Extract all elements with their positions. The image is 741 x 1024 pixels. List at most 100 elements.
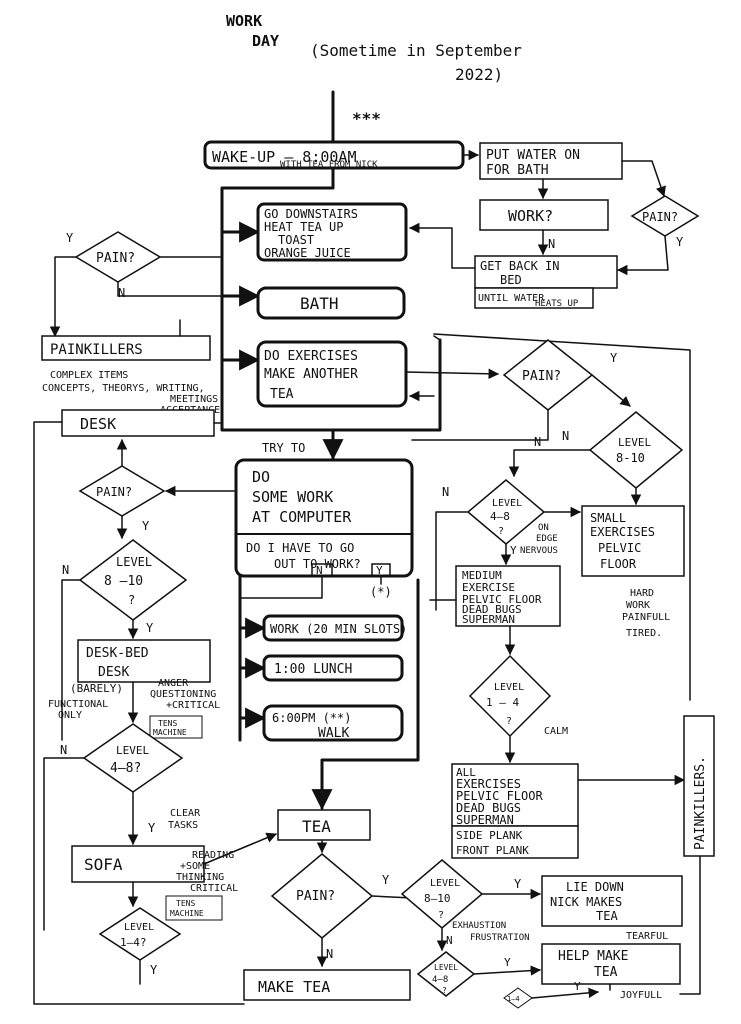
- svg-text:DEAD BUGS: DEAD BUGS: [456, 801, 521, 815]
- svg-text:PELVIC FLOOR: PELVIC FLOOR: [462, 593, 542, 606]
- level-8-10-diamond-left: LEVEL 8 –10 ?: [78, 539, 188, 621]
- svg-text:SMALL: SMALL: [590, 511, 626, 525]
- svg-text:SUPERMAN: SUPERMAN: [462, 613, 515, 626]
- level-1-4-diamond-bottom: 1–4: [503, 987, 533, 1009]
- svg-text:LEVEL: LEVEL: [492, 498, 522, 509]
- svg-text:FLOOR: FLOOR: [600, 557, 637, 571]
- svg-text:LEVEL: LEVEL: [116, 555, 152, 569]
- svg-text:8–10: 8–10: [424, 892, 451, 905]
- svg-text:EXERCISES: EXERCISES: [456, 777, 521, 791]
- svg-text:FUNCTIONAL: FUNCTIONAL: [48, 699, 108, 710]
- put-water-box: PUT WATER ON FOR BATH: [479, 142, 623, 180]
- level-8-10-diamond-right: LEVEL 8-10: [588, 411, 684, 489]
- svg-text:ALL: ALL: [456, 766, 476, 779]
- svg-text:TENS: TENS: [158, 719, 177, 728]
- svg-text:Y: Y: [142, 519, 150, 533]
- title-day: DAY: [252, 32, 279, 50]
- svg-text:ANGER: ANGER: [158, 678, 189, 689]
- svg-text:PAIN?: PAIN?: [642, 210, 678, 224]
- svg-text:ORANGE JUICE: ORANGE JUICE: [264, 246, 351, 260]
- star-marker: (*): [370, 585, 392, 599]
- svg-text:MEDIUM: MEDIUM: [462, 569, 502, 582]
- desk-box: DESK: [61, 409, 215, 437]
- go-downstairs-box: GO DOWNSTAIRS HEAT TEA UP TOAST ORANGE J…: [256, 202, 408, 262]
- lunch-box: 1:00 LUNCH: [262, 654, 404, 682]
- svg-text:4–8: 4–8: [490, 510, 510, 523]
- svg-text:MAKE ANOTHER: MAKE ANOTHER: [264, 367, 358, 382]
- svg-text:READING: READING: [192, 850, 234, 861]
- svg-text:LEVEL: LEVEL: [430, 878, 460, 889]
- svg-text:SOFA: SOFA: [84, 855, 123, 874]
- svg-text:WORK: WORK: [626, 600, 650, 611]
- svg-text:4–8?: 4–8?: [110, 761, 141, 776]
- svg-text:Y: Y: [150, 963, 158, 977]
- do-work-box: DO SOME WORK AT COMPUTER DO I HAVE TO GO…: [234, 458, 414, 578]
- svg-text:+CRITICAL: +CRITICAL: [166, 700, 220, 711]
- svg-text:AT COMPUTER: AT COMPUTER: [252, 508, 352, 526]
- medium-exercise-box: MEDIUM EXERCISE PELVIC FLOOR DEAD BUGS S…: [455, 565, 561, 627]
- svg-text:EDGE: EDGE: [536, 534, 558, 544]
- svg-text:BED: BED: [500, 273, 522, 287]
- svg-text:EXHAUSTION: EXHAUSTION: [452, 921, 506, 931]
- svg-text:N: N: [60, 743, 67, 757]
- svg-text:TEA: TEA: [270, 387, 294, 402]
- svg-text:TENS: TENS: [176, 899, 195, 908]
- svg-text:8-10: 8-10: [616, 451, 645, 465]
- svg-text:WALK: WALK: [318, 726, 349, 741]
- svg-text:DESK: DESK: [80, 415, 116, 433]
- tens-machine-2: TENS MACHINE: [165, 895, 223, 921]
- svg-text:4–8: 4–8: [432, 975, 448, 985]
- pain-diamond-mid-right: PAIN?: [502, 339, 594, 411]
- level-4-8-diamond-mid: LEVEL 4–8 ?: [466, 479, 546, 545]
- svg-text:SOME WORK: SOME WORK: [252, 488, 333, 506]
- svg-text:+SOME: +SOME: [180, 861, 210, 872]
- svg-text:WORK (20 MIN SLOTS): WORK (20 MIN SLOTS): [270, 622, 407, 636]
- svg-text:8 –10: 8 –10: [104, 574, 143, 589]
- morning-loop: [220, 198, 442, 432]
- svg-text:?: ?: [506, 716, 512, 727]
- svg-text:UNTIL WATER: UNTIL WATER: [478, 293, 545, 304]
- level-8-10-diamond-bottom: LEVEL 8–10 ?: [400, 859, 484, 929]
- svg-text:HELP MAKE: HELP MAKE: [558, 949, 628, 964]
- svg-text:DO I HAVE TO GO: DO I HAVE TO GO: [246, 541, 354, 555]
- sofa-box: SOFA: [71, 845, 205, 883]
- pain-diamond-top-left: PAIN?: [74, 231, 162, 283]
- svg-text:1:00 LUNCH: 1:00 LUNCH: [274, 662, 352, 677]
- svg-text:LEVEL: LEVEL: [434, 963, 458, 972]
- svg-text:Y: Y: [382, 873, 390, 887]
- svg-text:DEAD BUGS: DEAD BUGS: [462, 603, 522, 616]
- svg-text:DESK-BED: DESK-BED: [86, 646, 149, 661]
- svg-text:EXERCISE: EXERCISE: [462, 581, 515, 594]
- make-tea-box: MAKE TEA: [243, 969, 411, 1001]
- level-1-4-diamond-left: LEVEL 1–4?: [98, 907, 182, 961]
- get-back-in-bed-box: GET BACK IN BED UNTIL WATER HEATS UP: [474, 255, 618, 309]
- svg-text:EXERCISES: EXERCISES: [590, 525, 655, 539]
- svg-text:SIDE PLANK: SIDE PLANK: [456, 829, 523, 842]
- svg-text:Y: Y: [146, 621, 154, 635]
- do-exercises-box: DO EXERCISES MAKE ANOTHER TEA: [256, 340, 408, 408]
- svg-text:Y: Y: [504, 956, 511, 969]
- svg-text:DO EXERCISES: DO EXERCISES: [264, 349, 358, 364]
- svg-text:Y: Y: [610, 351, 618, 365]
- svg-text:CRITICAL: CRITICAL: [190, 883, 238, 894]
- pain-diamond-desk: PAIN?: [78, 465, 166, 517]
- svg-text:WITH TEA FROM NICK: WITH TEA FROM NICK: [280, 160, 378, 170]
- svg-text:FRUSTRATION: FRUSTRATION: [470, 933, 530, 943]
- svg-text:Y: Y: [66, 231, 74, 245]
- small-exercises-box: SMALL EXERCISES PELVIC FLOOR: [581, 505, 685, 577]
- svg-text:PAINKILLERS.: PAINKILLERS.: [693, 756, 708, 850]
- svg-text:N: N: [442, 485, 449, 499]
- svg-text:WAKE-UP — 8:00AM: WAKE-UP — 8:00AM: [212, 148, 357, 166]
- svg-text:PAINKILLERS: PAINKILLERS: [50, 342, 143, 358]
- title-subtitle-1: (Sometime in September: [310, 41, 522, 60]
- desk-bed-box: DESK-BED DESK: [77, 639, 211, 683]
- svg-text:1–4?: 1–4?: [120, 936, 147, 949]
- all-exercises-box: ALL EXERCISES PELVIC FLOOR DEAD BUGS SUP…: [451, 763, 579, 859]
- svg-text:N: N: [118, 286, 125, 300]
- help-make-tea-box: HELP MAKE TEA: [541, 943, 681, 985]
- svg-text:LIE DOWN: LIE DOWN: [566, 880, 624, 894]
- title-subtitle-2: 2022): [455, 65, 503, 84]
- svg-text:HEAT TEA UP: HEAT TEA UP: [264, 220, 343, 234]
- svg-text:THINKING: THINKING: [176, 872, 224, 883]
- svg-text:1 – 4: 1 – 4: [486, 696, 519, 709]
